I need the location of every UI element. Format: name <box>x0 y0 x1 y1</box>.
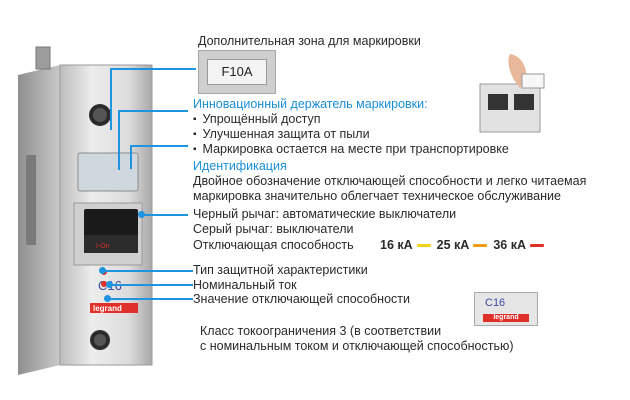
ident-text-1: Двойное обозначение отключающей способно… <box>193 174 587 188</box>
marking-zone-photo: F10A <box>198 50 276 94</box>
grey-lever-label: Серый рычаг: выключатели <box>193 222 354 236</box>
lever-label: I-On <box>96 243 110 250</box>
capacity-36: 36 кА <box>493 238 527 252</box>
capacity-16-swatch <box>416 244 431 248</box>
holder-point-3: Маркировка остается на месте при транспо… <box>193 142 509 158</box>
holder-title: Инновационный держатель маркировки: <box>193 97 428 111</box>
holder-point-1: Упрощённый доступ <box>193 112 321 128</box>
ident-title: Идентификация <box>193 159 287 173</box>
rating-sample-brand: legrand <box>483 314 529 322</box>
rating-sample-text: C16 <box>485 297 506 309</box>
circuit-breaker-image: I-On C16 legrand <box>18 46 153 375</box>
class-text-2: с номинальным током и отключающей способ… <box>200 339 514 353</box>
black-lever[interactable] <box>84 209 138 237</box>
class-text-1: Класс токоограничения 3 (в соответствии <box>200 324 442 338</box>
marking-tag: F10A <box>207 59 267 85</box>
holder-point-2: Улучшенная защита от пыли <box>193 127 370 143</box>
extra-zone-label: Дополнительная зона для маркировки <box>198 34 421 48</box>
curve-type-label: Тип защитной характеристики <box>193 263 368 277</box>
black-lever-label: Черный рычаг: автоматические выключатели <box>193 207 457 221</box>
hand-marking-photo <box>479 54 545 133</box>
capacity-levels: 16 кА 25 кА 36 кА <box>380 238 550 253</box>
capacity-25: 25 кА <box>436 238 470 252</box>
capacity-36-swatch <box>530 244 545 248</box>
brand-text: legrand <box>93 304 122 313</box>
capacity-16: 16 кА <box>380 238 413 252</box>
rating-sample-photo: C16 legrand <box>474 292 538 326</box>
capacity-25-swatch <box>473 244 488 248</box>
ident-text-2: маркировка значительно облегчает техниче… <box>193 189 561 203</box>
breaking-capacity-label: Отключающая способность <box>193 238 354 252</box>
rated-current-label: Номинальный ток <box>193 278 297 292</box>
capacity-value-label: Значение отключающей способности <box>193 292 410 306</box>
